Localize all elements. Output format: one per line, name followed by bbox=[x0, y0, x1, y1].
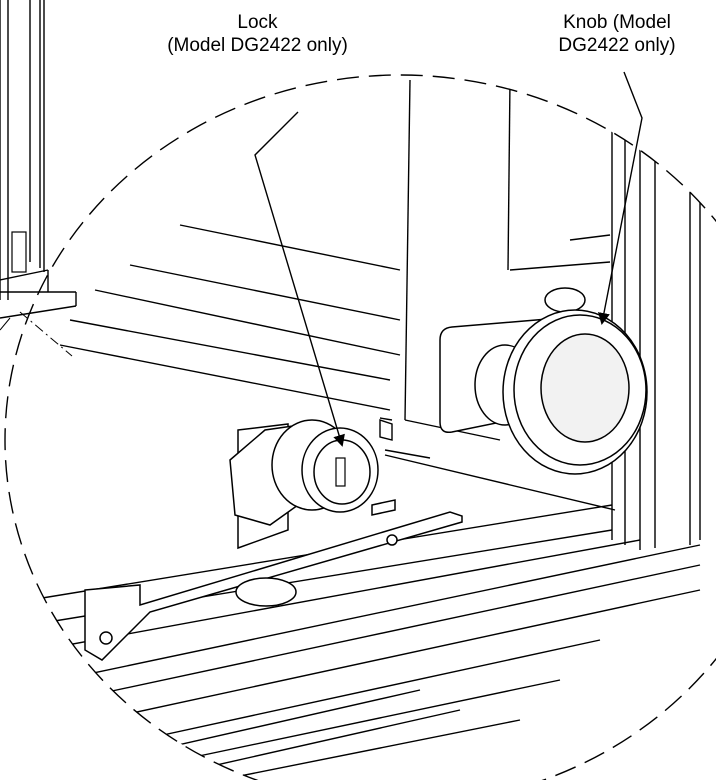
knob-leader-arrow bbox=[598, 71, 643, 325]
lock-leader-arrow bbox=[254, 111, 345, 447]
lock-callout: Lock (Model DG2422 only) bbox=[140, 11, 375, 57]
knob-callout-line2: DG2422 only) bbox=[558, 35, 676, 56]
knob-assembly bbox=[439, 287, 648, 475]
leader-lines bbox=[254, 71, 643, 447]
lock-callout-line1: Lock bbox=[237, 12, 278, 33]
detail-circle bbox=[4, 74, 716, 780]
lock-callout-line2: (Model DG2422 only) bbox=[167, 35, 348, 56]
lock-assembly bbox=[84, 419, 463, 661]
knob-callout: Knob (Model DG2422 only) bbox=[528, 11, 706, 57]
knob-callout-line1: Knob (Model bbox=[563, 12, 671, 33]
cabinet-corner bbox=[0, 0, 77, 357]
